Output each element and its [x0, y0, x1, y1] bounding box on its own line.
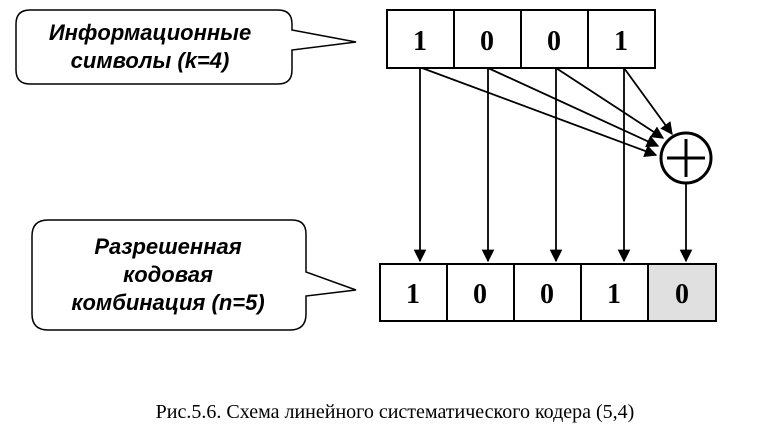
code-bit-parity: 0: [675, 279, 689, 310]
info-bit-4: 1: [614, 26, 628, 57]
info-callout-line-2: символы (k=4): [71, 48, 230, 73]
adder-input-1: [421, 67, 658, 157]
code-bit-4: 1: [607, 279, 621, 310]
adder-input-4: [623, 67, 673, 136]
info-symbols-callout: Информационные символы (k=4): [15, 9, 357, 85]
xor-plus-circle-icon: [659, 131, 713, 185]
adder-input-3: [555, 67, 665, 139]
code-bit-1: 1: [406, 279, 420, 310]
code-bit-2: 0: [473, 279, 487, 310]
info-callout-bubble: [15, 9, 357, 85]
info-callout-line-1: Информационные: [49, 20, 251, 45]
info-bit-1: 1: [413, 26, 427, 57]
info-cell-4: [587, 9, 656, 69]
code-cell-parity: [647, 263, 717, 322]
code-register: 1 0 0 1 0: [379, 263, 717, 322]
code-callout-line-1: Разрешенная: [94, 234, 241, 259]
code-cell-4: [580, 263, 649, 322]
info-bit-3: 0: [547, 26, 561, 57]
adder-input-arrows: [421, 67, 673, 157]
info-cell-1: [386, 9, 455, 69]
figure-caption: Рис.5.6. Схема линейного систематическог…: [156, 401, 635, 423]
code-callout-line-3: комбинация (n=5): [71, 290, 264, 315]
info-register: 1 0 0 1: [386, 9, 656, 69]
adder-input-2: [487, 67, 660, 147]
code-bit-3: 0: [540, 279, 554, 310]
code-combination-callout: Разрешенная кодовая комбинация (n=5): [31, 219, 357, 331]
code-callout-line-2: кодовая: [123, 262, 213, 287]
info-bit-2: 0: [480, 26, 494, 57]
code-callout-bubble: [31, 219, 357, 331]
copy-arrows: [413, 68, 631, 263]
